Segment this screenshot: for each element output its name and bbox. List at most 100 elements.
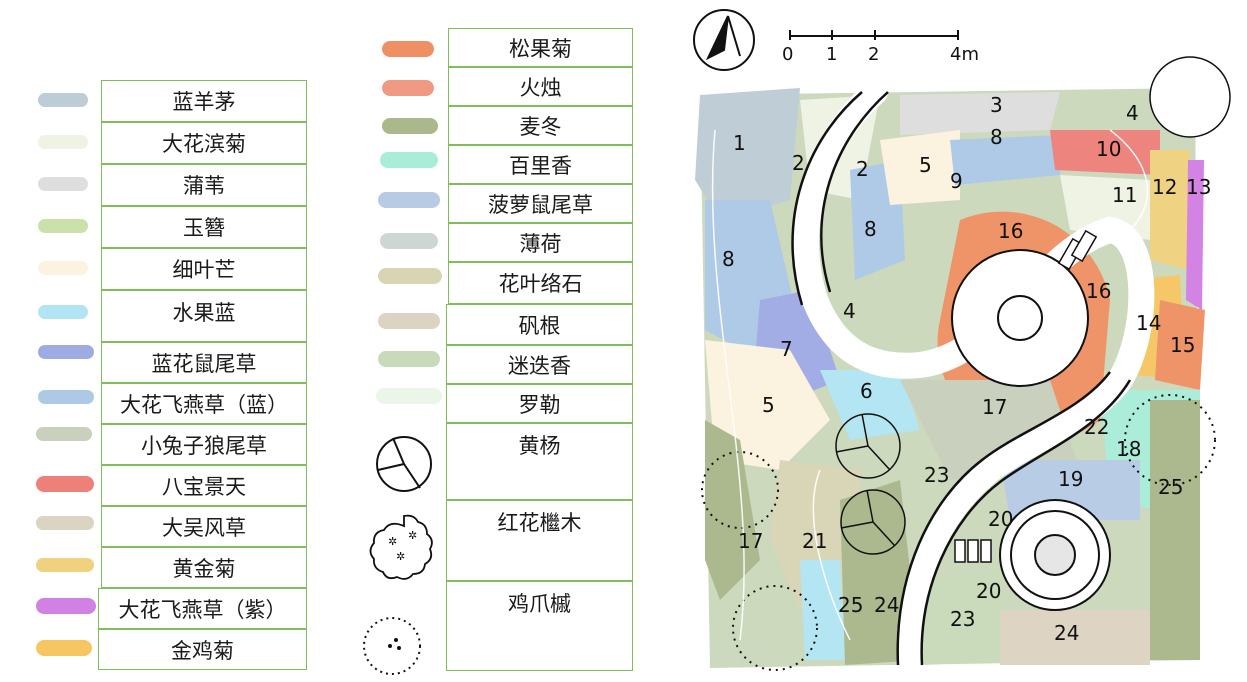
bed-west [705,420,760,600]
legend-label: 花叶络石 [498,272,583,296]
bed-25 [800,560,845,660]
legend-label: 麦冬 [519,114,562,139]
legend-label: 松果菊 [509,36,572,61]
swatch-basil [376,388,442,404]
plan-label: 15 [1170,333,1195,357]
north-arrow-icon [693,9,755,71]
plan-label: 8 [864,217,877,241]
bed-east [1150,400,1200,660]
bed-13 [1186,160,1204,310]
legend-label: 火烛 [519,75,562,100]
plan-label: 20 [976,579,1001,603]
legend-label: 薄荷 [519,231,562,256]
legend-cell: 黄金菊 [101,547,307,588]
legend-cell: 菠萝鼠尾草 [448,184,633,223]
swatch-mint [380,233,438,249]
bed-10 [1050,130,1160,175]
legend-label: 玉簪 [183,216,225,240]
scale-bar [789,30,959,40]
legend-cell: 火烛 [448,67,633,106]
bed-15 [1155,300,1205,390]
legend-label: 蓝羊茅 [172,90,236,114]
plan-label: 2 [792,151,805,175]
plan-label: 13 [1186,175,1211,199]
legend-cell: 百里香 [448,145,633,184]
legend-label: 黄金菊 [172,556,236,581]
swatch-pineapple-sage [378,192,440,208]
legend-label: 水果蓝 [172,301,236,325]
upper-circle-plaza [951,249,1089,387]
plan-label: 12 [1152,175,1177,199]
legend-cell: 大花飞燕草（紫） [98,588,307,629]
swatch-thyme [380,152,438,168]
bed-12 [1150,150,1190,270]
legend-cell: 大花滨菊 [101,122,307,164]
loropetalum-shrub-icon [1149,56,1231,138]
scale-tick-2: 2 [868,44,879,65]
plan-label: 1 [733,131,746,155]
lower-circle-plaza [999,499,1111,611]
legend-label: 黄杨 [518,434,561,458]
legend-cell: 红花檵木 [446,500,633,581]
swatch-heuchera [378,313,440,329]
swatch-trachelospermum [378,268,442,284]
swatch-ophiopogon [382,118,438,134]
legend-cell: 麦冬 [448,106,633,145]
plan-label: 23 [924,463,949,487]
plan-label: 17 [982,395,1007,419]
legend-cell: 大花飞燕草（蓝） [101,383,307,424]
bed-23 [920,570,1010,665]
legend-label: 小兔子狼尾草 [141,433,267,458]
legend-label: 红花檵木 [497,511,582,535]
legend-cell: 金鸡菊 [98,629,307,670]
legend-cell: 矾根 [446,304,633,345]
bed-3 [900,92,1060,135]
bed-1 [695,88,800,220]
legend-label: 金鸡菊 [171,638,234,663]
scale-tick-4m: 4m [950,44,979,65]
bed-5-left [705,340,830,470]
swatch-euryops [36,558,94,572]
plan-label: 21 [802,529,827,553]
swatch-leucanthemum [38,135,88,149]
swatch-salvia-blue [38,345,94,359]
bed-9 [950,135,1060,185]
plan-label: 11 [1112,183,1137,207]
legend-label: 鸡爪槭 [508,592,571,616]
legend-cell: 八宝景天 [101,465,307,506]
plan-label: 3 [990,93,1003,117]
plan-label: 18 [1116,437,1141,461]
plan-label: 5 [762,393,775,417]
plan-label: 14 [1136,311,1161,335]
plan-label: 7 [780,337,793,361]
legend-cell: 迷迭香 [446,345,633,384]
swatch-teucrium [38,305,88,319]
plan-label: 19 [1058,467,1083,491]
plan-label: 5 [919,153,932,177]
swatch-echinacea [382,41,434,57]
legend-label: 大吴风草 [162,515,246,540]
bed-5-mid [880,130,960,205]
plan-label: 4 [1126,101,1139,125]
swatch-hosta [38,219,88,233]
swatch-sedum [36,476,94,492]
swatch-delphinium-blue [38,390,94,404]
swatch-blue-fescue [38,93,88,107]
legend-label: 菠萝鼠尾草 [488,192,593,217]
legend-cell: 蓝羊茅 [101,80,307,122]
legend-label: 大花飞燕草（紫） [118,597,287,622]
legend-label: 蒲苇 [183,174,225,198]
plan-label: 25 [838,593,863,617]
scale-tick-1: 1 [826,44,837,65]
path-edge [791,91,863,306]
plan-label: 6 [860,379,873,403]
legend-cell: 罗勒 [446,384,633,423]
legend-cell: 鸡爪槭 [446,581,633,671]
plan-labels: 1 2 2 3 4 4 5 5 6 7 8 8 8 9 10 11 12 13 … [722,93,1211,645]
swatch-miscanthus [38,261,88,275]
swatch-rosemary [378,351,440,367]
contour-lines [711,129,1149,641]
bench-icon [954,229,1098,563]
plan-label: 2 [856,157,869,181]
